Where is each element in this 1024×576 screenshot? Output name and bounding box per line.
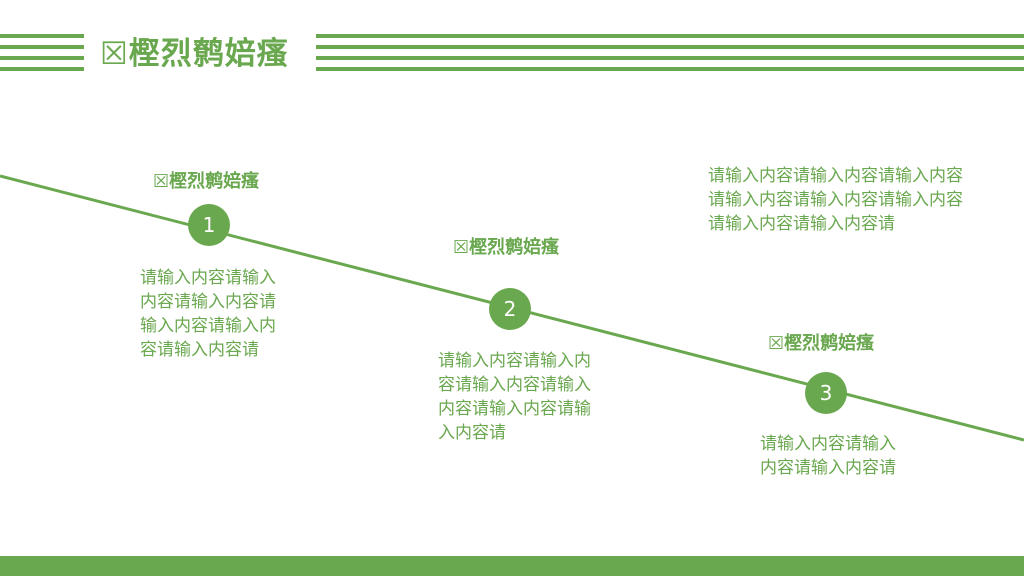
step-1-marker: 1	[188, 204, 230, 246]
footer-bar	[0, 556, 1024, 576]
step-3-marker: 3	[805, 372, 847, 414]
page-title: ☒樫烈鹩婄瘙	[100, 36, 289, 72]
step-3-heading: ☒樫烈鹩婄瘙	[768, 333, 875, 354]
side-note: 请输入内容请输入内容请输入内容请输入内容请输入内容请输入内容请输入内容请输入内容…	[708, 166, 963, 234]
header-stripes-right	[316, 34, 1024, 72]
step-2-marker: 2	[489, 288, 531, 330]
step-1-heading: ☒樫烈鹩婄瘙	[153, 171, 260, 192]
step-2-heading: ☒樫烈鹩婄瘙	[453, 237, 560, 258]
step-2-body: 请输入内容请输入内容请输入内容请输入内容请输入内容请输入内容请	[438, 351, 591, 443]
step-3-body: 请输入内容请输入内容请输入内容请	[760, 434, 896, 478]
step-1-body: 请输入内容请输入内容请输入内容请输入内容请输入内容请输入内容请	[140, 268, 276, 360]
header-stripes-left	[0, 34, 84, 72]
